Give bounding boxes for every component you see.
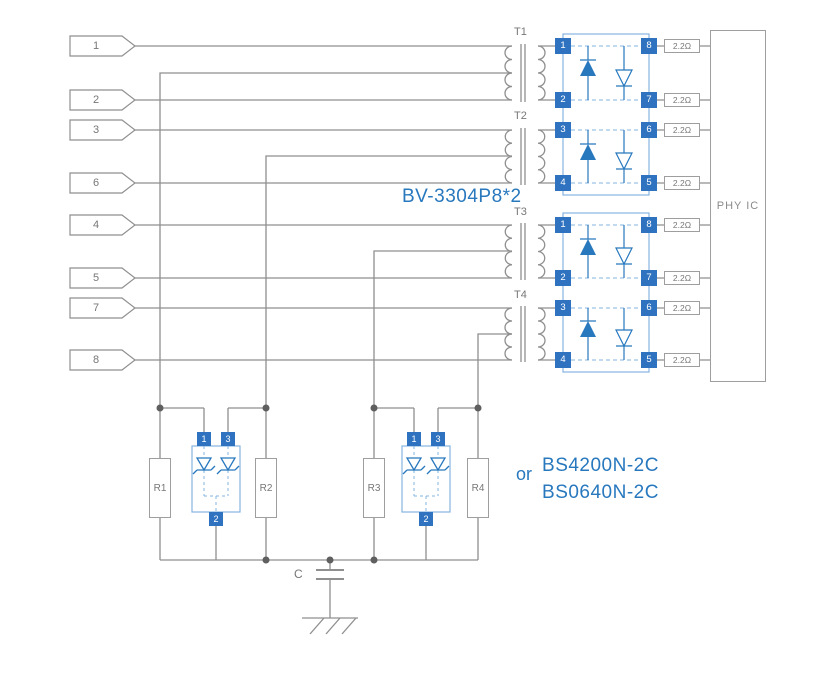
diode-channel-4 xyxy=(580,308,633,360)
pin-connector-label-7: 7 xyxy=(92,302,100,314)
transformer-label-t4: T4 xyxy=(514,289,527,301)
tvs2-pin-6: 6 xyxy=(641,300,657,316)
pin-connector-shape xyxy=(69,349,136,371)
pin-connector-label-8: 8 xyxy=(92,354,100,366)
pin-connector-label-4: 4 xyxy=(92,219,100,231)
transformer-label-t1: T1 xyxy=(514,26,527,38)
junction-dots xyxy=(156,404,482,564)
tvs2-pin-3: 3 xyxy=(555,300,571,316)
series-resistor-6: 2.2Ω xyxy=(664,271,700,285)
resistor-r3: R3 xyxy=(363,458,385,518)
resistor-r2: R2 xyxy=(255,458,277,518)
tvs1-pin-7: 7 xyxy=(641,92,657,108)
resistor-r1: R1 xyxy=(149,458,171,518)
series-resistor-2: 2.2Ω xyxy=(664,93,700,107)
pin-connector-label-3: 3 xyxy=(92,124,100,136)
pin-connector-shape xyxy=(69,89,136,111)
left-pin-connectors xyxy=(69,35,136,371)
tvs2-pin-7: 7 xyxy=(641,270,657,286)
transformer-label-t2: T2 xyxy=(514,110,527,122)
resistor-r4: R4 xyxy=(467,458,489,518)
tvs-array-box-1 xyxy=(562,33,650,196)
pin-connector-shape xyxy=(69,267,136,289)
pin-connector-shape xyxy=(69,214,136,236)
tvs2-pin-2: 2 xyxy=(555,270,571,286)
pin-connector-shape xyxy=(69,297,136,319)
part-options: BS4200N-2C BS0640N-2C xyxy=(542,452,659,506)
tvs1-pin-4: 4 xyxy=(555,175,571,191)
tvs1-pin-3: 3 xyxy=(555,122,571,138)
series-resistor-8: 2.2Ω xyxy=(664,353,700,367)
ground-symbol xyxy=(302,617,358,635)
diode-channel-1 xyxy=(580,46,633,100)
alternative-parts: or BS4200N-2C BS0640N-2C xyxy=(516,452,659,506)
phy-ic-box: PHY IC xyxy=(710,30,766,382)
tvs1-pin-6: 6 xyxy=(641,122,657,138)
tvs1-pin-8: 8 xyxy=(641,38,657,54)
pin-connector-shape xyxy=(69,35,136,57)
tvs-array-boxes xyxy=(562,33,650,373)
diode-channel-2 xyxy=(580,130,633,183)
bottom-tvs2-pin-2: 2 xyxy=(419,512,433,526)
tvs2-pin-1: 1 xyxy=(555,217,571,233)
transformer-t2 xyxy=(504,128,546,185)
tvs1-pin-5: 5 xyxy=(641,175,657,191)
tvs2-pin-4: 4 xyxy=(555,352,571,368)
part-option-2: BS0640N-2C xyxy=(542,482,659,503)
series-resistor-5: 2.2Ω xyxy=(664,218,700,232)
pin-connector-label-1: 1 xyxy=(92,40,100,52)
or-label: or xyxy=(516,464,533,484)
bottom-tvs-box-1 xyxy=(191,445,241,513)
bottom-tvs2-pin-1: 1 xyxy=(407,432,421,446)
bottom-tvs1-pin-3: 3 xyxy=(221,432,235,446)
transformer-t3 xyxy=(504,223,546,280)
tvs-internal-rails xyxy=(571,45,641,361)
pin-connector-label-5: 5 xyxy=(92,272,100,284)
bottom-tvs2-pin-3: 3 xyxy=(431,432,445,446)
tvs-array-box-2 xyxy=(562,212,650,373)
capacitor-label: C xyxy=(294,567,303,581)
pin-connector-shape xyxy=(69,172,136,194)
signal-wires xyxy=(135,45,710,618)
transformer-t1 xyxy=(504,44,546,102)
bottom-tvs-leads xyxy=(203,446,439,512)
transformer-label-t3: T3 xyxy=(514,206,527,218)
pin-connector-label-2: 2 xyxy=(92,94,100,106)
transformer-t4 xyxy=(504,306,546,362)
transformers xyxy=(504,44,546,362)
tvs-diodes xyxy=(580,46,633,360)
part-option-1: BS4200N-2C xyxy=(542,455,659,476)
bottom-tvs-zeners xyxy=(192,457,450,475)
tvs1-pin-2: 2 xyxy=(555,92,571,108)
bottom-tvs1-pin-2: 2 xyxy=(209,512,223,526)
tvs-array-part-label: BV-3304P8*2 xyxy=(402,186,522,207)
bottom-tvs-blocks xyxy=(191,445,451,513)
pin-connector-shape xyxy=(69,119,136,141)
bottom-tvs1-pin-1: 1 xyxy=(197,432,211,446)
diode-channel-3 xyxy=(580,225,633,278)
tvs1-pin-1: 1 xyxy=(555,38,571,54)
series-resistor-1: 2.2Ω xyxy=(664,39,700,53)
tvs2-pin-8: 8 xyxy=(641,217,657,233)
series-resistor-4: 2.2Ω xyxy=(664,176,700,190)
series-resistor-7: 2.2Ω xyxy=(664,301,700,315)
bottom-tvs-box-2 xyxy=(401,445,451,513)
series-resistor-3: 2.2Ω xyxy=(664,123,700,137)
capacitor xyxy=(316,569,344,580)
tvs2-pin-5: 5 xyxy=(641,352,657,368)
pin-connector-label-6: 6 xyxy=(92,177,100,189)
